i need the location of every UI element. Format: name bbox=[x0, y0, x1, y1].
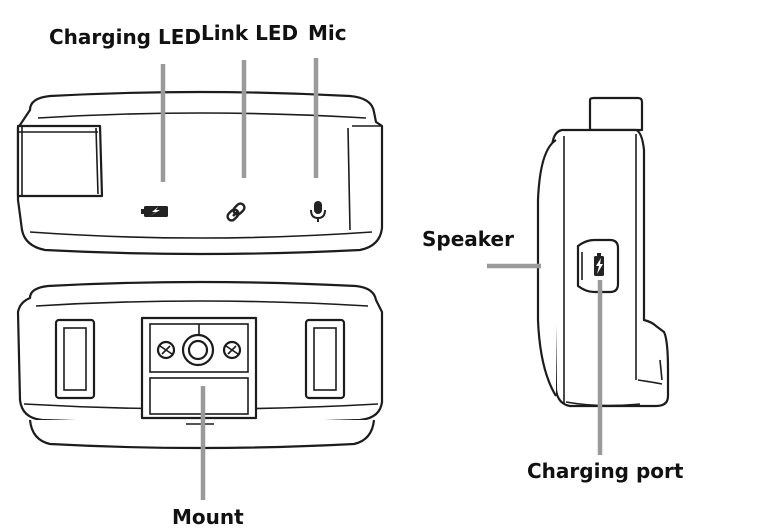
left-grip-slot bbox=[54, 318, 96, 400]
device-top-view bbox=[16, 90, 384, 256]
mic-label: Mic bbox=[308, 21, 347, 45]
speaker-label: Speaker bbox=[422, 227, 514, 251]
tripod-mount-screw-icon bbox=[140, 316, 258, 420]
microphone-icon bbox=[310, 201, 326, 222]
charging-led-label: Charging LED bbox=[49, 25, 201, 49]
battery-charging-icon bbox=[141, 206, 168, 217]
link-led-label: Link LED bbox=[201, 21, 298, 45]
mount-label: Mount bbox=[172, 505, 244, 529]
link-icon bbox=[226, 202, 246, 222]
usb-charging-port-icon bbox=[576, 238, 620, 294]
charging-port-label: Charging port bbox=[527, 459, 684, 483]
right-grip-slot bbox=[304, 318, 346, 400]
